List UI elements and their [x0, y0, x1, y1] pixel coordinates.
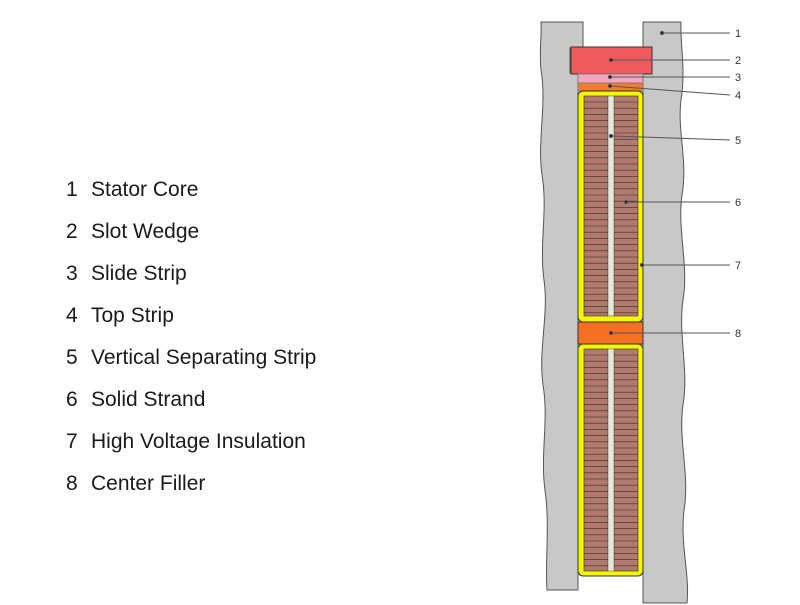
legend-label: Center Filler — [91, 472, 206, 495]
callout-dot-6 — [623, 199, 629, 205]
callout-line-5 — [610, 135, 731, 141]
callout-line-4 — [609, 85, 731, 96]
callout-label-2: 2 — [735, 55, 741, 67]
strand-lines-lower — [584, 354, 638, 567]
legend-label: Top Strip — [91, 304, 174, 327]
legend-number: 1 — [66, 178, 78, 201]
callout-dot-3 — [607, 74, 613, 80]
callout-dot-1 — [659, 30, 665, 36]
legend-number: 3 — [66, 262, 78, 285]
legend-number: 7 — [66, 430, 78, 453]
legend-item-solid-strand: 6 Solid Strand — [66, 388, 316, 430]
strand-stack-lower-right — [613, 348, 639, 572]
legend-item-high-voltage-insulation: 7 High Voltage Insulation — [66, 430, 316, 472]
callout-dot-4 — [607, 83, 613, 89]
strand-lines-upper — [584, 101, 638, 314]
legend-label: Slot Wedge — [91, 220, 200, 243]
legend-label: Solid Strand — [91, 388, 206, 411]
callout-dot-5 — [608, 133, 614, 139]
vertical-separating-strip-lower — [607, 348, 615, 572]
strand-stack-upper-left — [583, 95, 609, 317]
legend-item-slide-strip: 3 Slide Strip — [66, 262, 316, 304]
callout-label-6: 6 — [735, 197, 741, 209]
legend-number: 2 — [66, 220, 78, 243]
vertical-separating-strip-upper — [607, 95, 615, 317]
callout-label-8: 8 — [735, 328, 741, 340]
legend-label: High Voltage Insulation — [91, 430, 306, 453]
callout-dot-2 — [608, 57, 614, 63]
callout-dot-8 — [608, 330, 614, 336]
legend-label: Stator Core — [91, 178, 199, 201]
legend-number: 6 — [66, 388, 78, 411]
callout-label-1: 1 — [735, 28, 741, 40]
legend-number: 4 — [66, 304, 78, 327]
legend-number: 8 — [66, 472, 78, 495]
legend-item-center-filler: 8 Center Filler — [66, 472, 316, 514]
legend-item-stator-core: 1 Stator Core — [66, 178, 316, 220]
legend-number: 5 — [66, 346, 78, 369]
stator-core — [539, 21, 689, 604]
legend-item-top-strip: 4 Top Strip — [66, 304, 316, 346]
callout-label-7: 7 — [735, 260, 741, 272]
strand-stack-lower-left — [583, 348, 609, 572]
callout-dot-7 — [639, 262, 645, 268]
legend-item-vertical-separating-strip: 5 Vertical Separating Strip — [66, 346, 316, 388]
legend-label: Slide Strip — [91, 262, 187, 285]
strand-stack-upper-right — [613, 95, 639, 317]
legend-item-slot-wedge: 2 Slot Wedge — [66, 220, 316, 262]
legend-label: Vertical Separating Strip — [91, 346, 317, 369]
callout-label-4: 4 — [735, 90, 741, 102]
callout-label-5: 5 — [735, 135, 741, 147]
callout-label-3: 3 — [735, 72, 741, 84]
